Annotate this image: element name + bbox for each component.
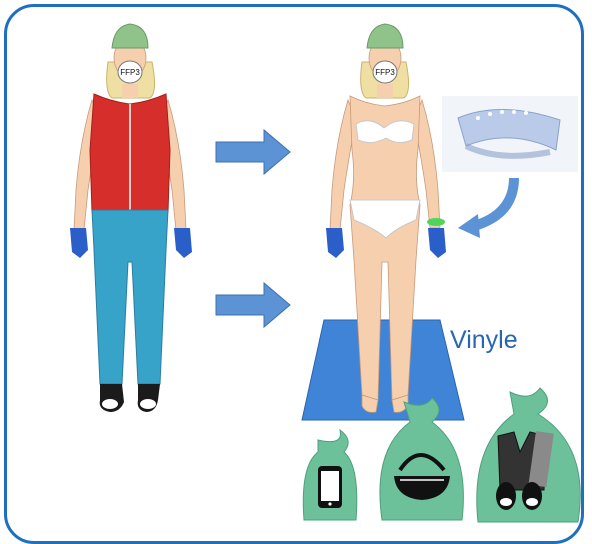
surgical-cap-icon xyxy=(112,24,148,48)
bag-phone xyxy=(303,430,357,520)
smartphone-icon xyxy=(318,466,342,508)
undressing-diagram: FFP3 FFP xyxy=(0,0,592,527)
clothing-icon xyxy=(498,431,554,490)
glove-icon xyxy=(70,228,88,258)
vinyl-label: Vinyle xyxy=(450,326,518,355)
wristband-on-arm xyxy=(427,218,445,226)
mask-label: FFP3 xyxy=(120,68,140,77)
arrow-top xyxy=(216,130,290,174)
glove-icon xyxy=(174,228,192,258)
vinyl-mat xyxy=(302,320,464,420)
hospital-wristband-icon xyxy=(442,96,578,172)
mask-label: FFP3 xyxy=(375,68,395,77)
glove-icon xyxy=(428,228,446,258)
glove-icon xyxy=(326,228,344,258)
bag-clothes-shoes xyxy=(477,388,580,522)
dressed-person: FFP3 xyxy=(70,24,192,412)
surgical-cap-icon xyxy=(367,24,403,48)
jeans-icon xyxy=(92,210,168,384)
curved-arrow xyxy=(474,178,514,226)
curved-arrow-head xyxy=(458,214,480,238)
arrow-bottom xyxy=(216,283,290,327)
